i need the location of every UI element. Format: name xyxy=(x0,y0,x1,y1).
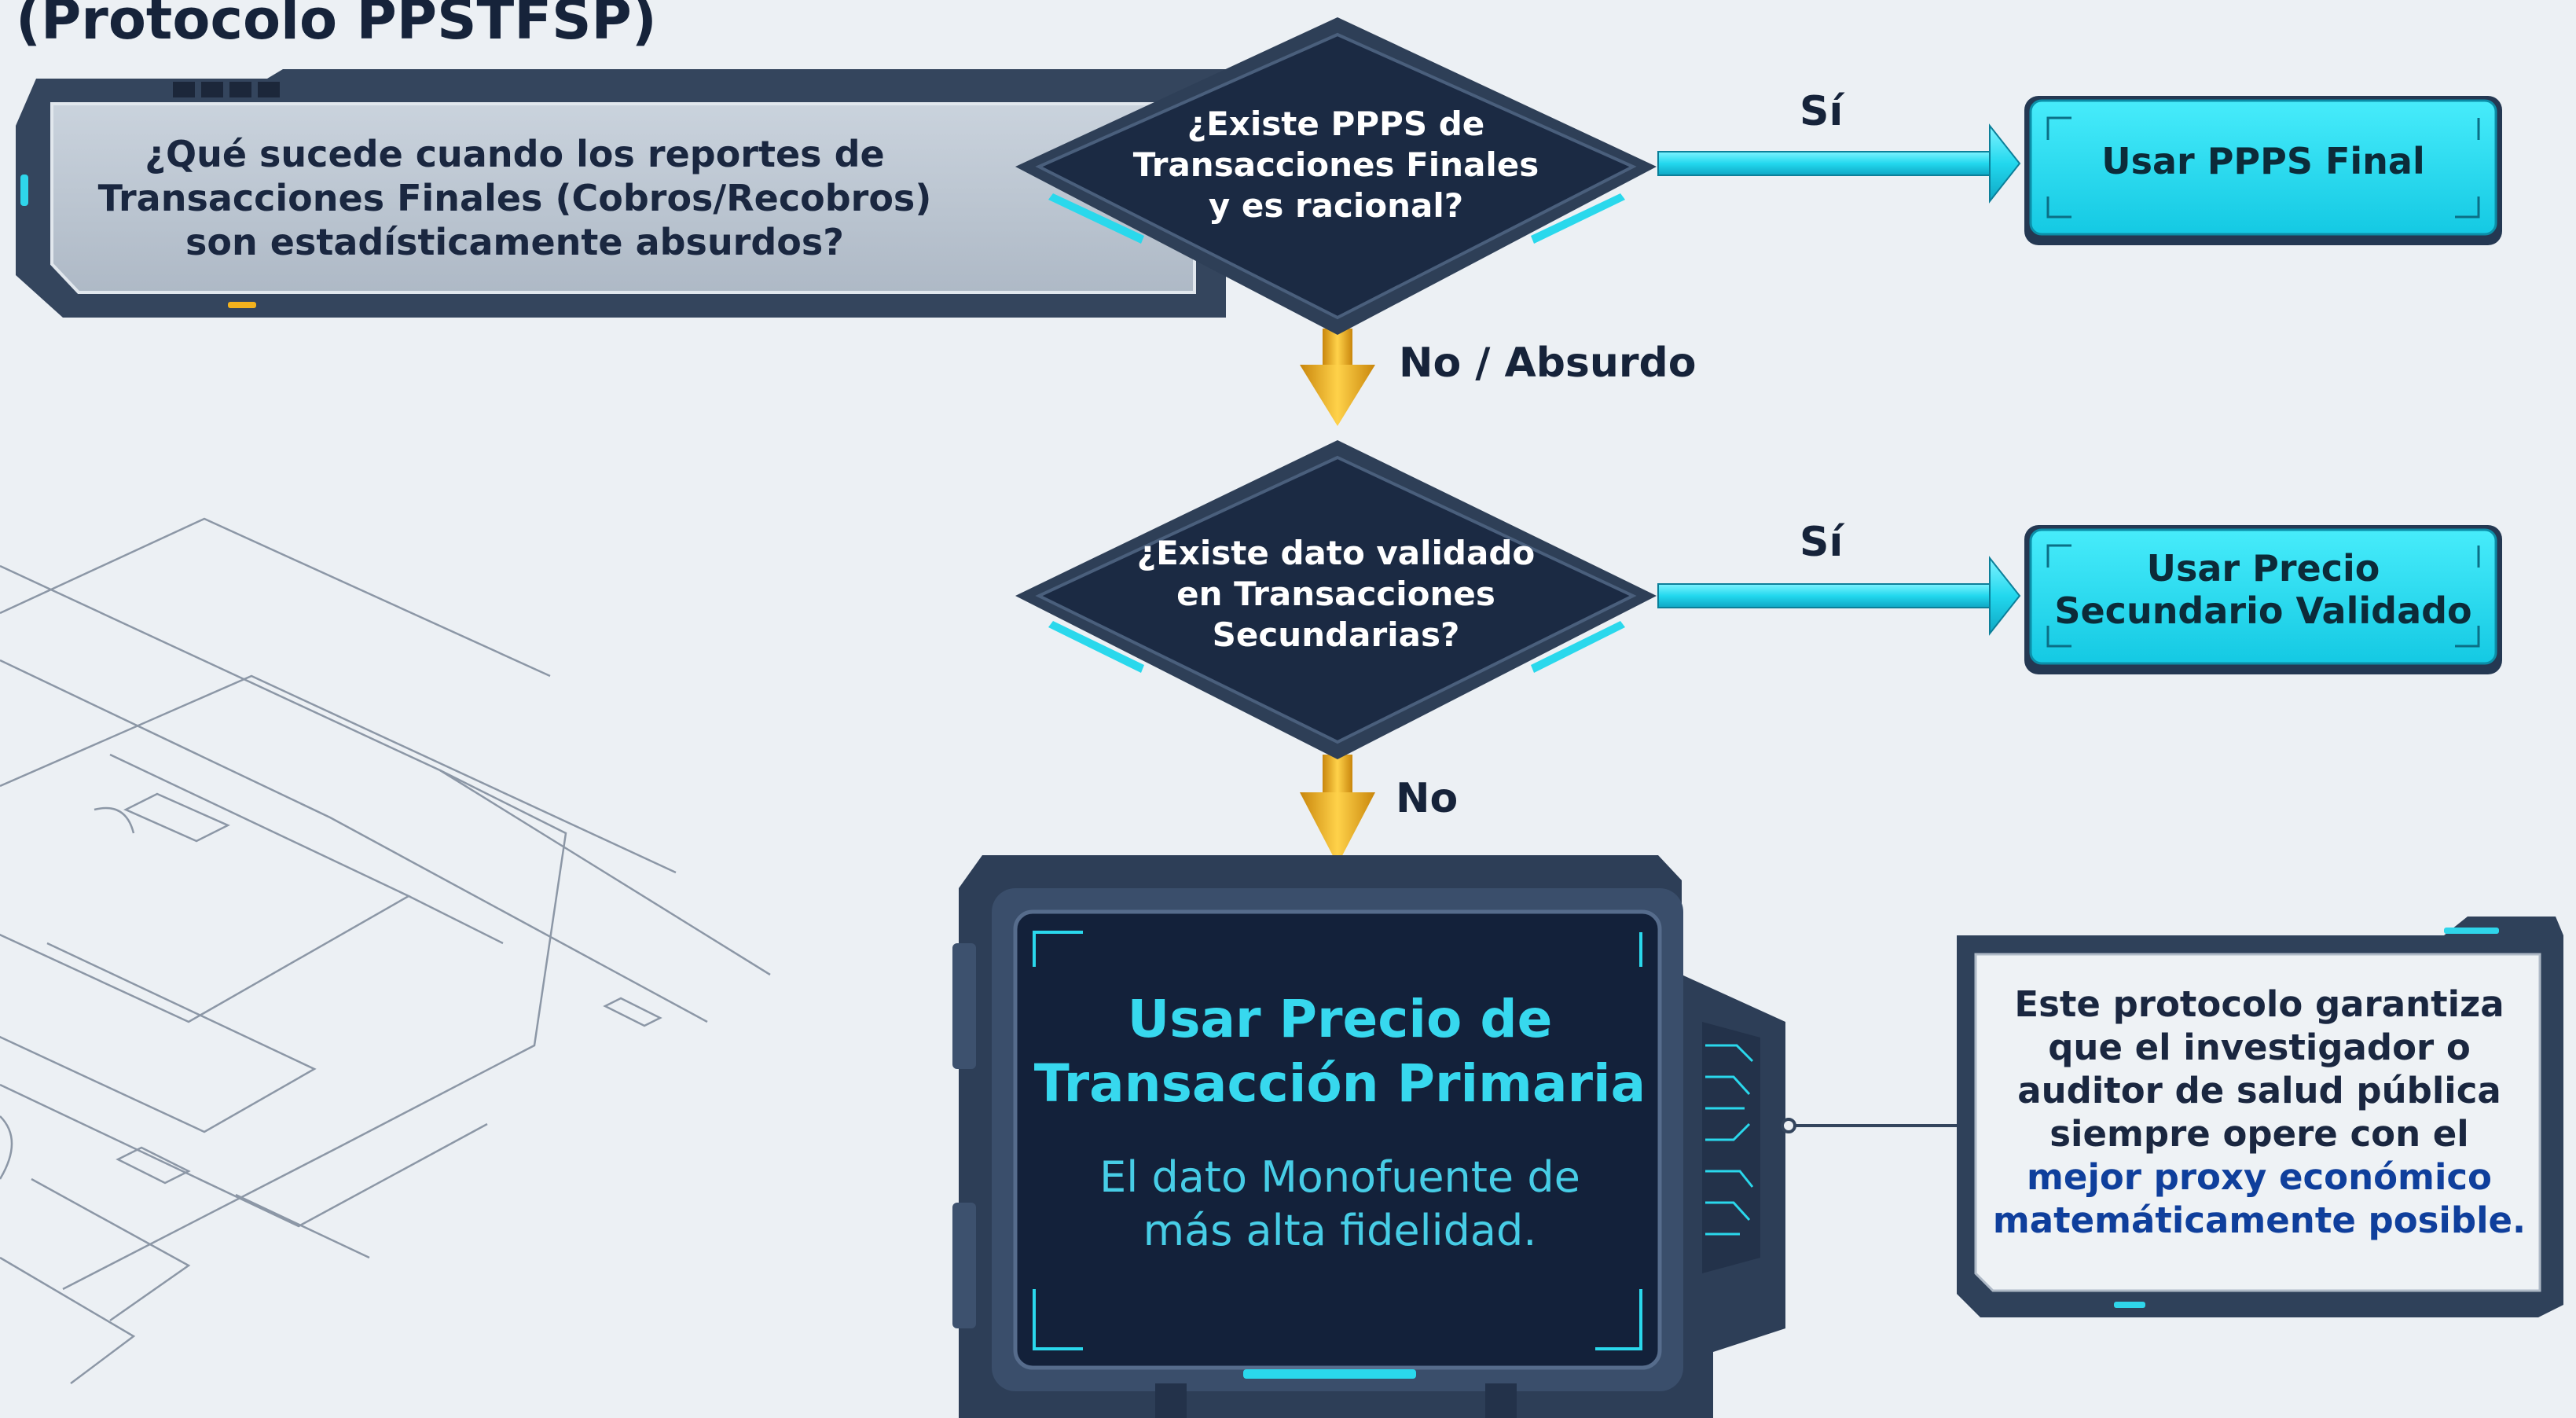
note-box xyxy=(1957,917,2563,1317)
primary-terminal-panel xyxy=(952,855,1785,1418)
decision-2-line: Secundarias? xyxy=(1212,615,1460,654)
decision-2-line: en Transacciones xyxy=(1176,575,1495,613)
note-line: siempre opere con el xyxy=(2049,1113,2469,1155)
note-line: que el investigador o xyxy=(2048,1027,2471,1068)
primary-title-line: Usar Precio de xyxy=(1127,989,1553,1049)
question-text: ¿Qué sucede cuando los reportes de Trans… xyxy=(86,132,943,264)
primary-subtitle-line: más alta fidelidad. xyxy=(1143,1206,1537,1255)
note-line: auditor de salud pública xyxy=(2017,1070,2501,1111)
primary-subtitle: El dato Monofuente de más alta fidelidad… xyxy=(1014,1151,1666,1258)
blueprint-sketch xyxy=(0,517,771,1384)
decision-1-text: ¿Existe PPPS de Transacciones Finales y … xyxy=(1045,104,1627,226)
decision-diamond-2 xyxy=(1015,440,1657,759)
decision-1-line: ¿Existe PPPS de xyxy=(1187,105,1485,143)
decision-1-line: Transacciones Finales xyxy=(1132,145,1539,184)
result-1-text: Usar PPPS Final xyxy=(2101,140,2425,182)
result-2-line: Usar Precio xyxy=(2146,547,2380,590)
primary-title-line: Transacción Primaria xyxy=(1033,1053,1646,1114)
result-box-2 xyxy=(2024,525,2502,674)
note-text: Este protocolo garantiza que el investig… xyxy=(1980,983,2538,1242)
yes-label-2: Sí xyxy=(1800,519,1844,566)
yes-label-1: Sí xyxy=(1800,88,1844,135)
yes-arrow-1 xyxy=(1657,123,2021,204)
primary-subtitle-line: El dato Monofuente de xyxy=(1099,1152,1580,1202)
yes-arrow-2 xyxy=(1657,556,2021,636)
primary-title: Usar Precio de Transacción Primaria xyxy=(1014,987,1666,1116)
decision-diamond-1 xyxy=(1015,17,1657,335)
note-highlight-line: mejor proxy económico xyxy=(2027,1156,2492,1198)
decision-1-line: y es racional? xyxy=(1208,186,1464,225)
question-line: Transacciones Finales (Cobros/Recobros) xyxy=(97,177,932,219)
no-label-2: No xyxy=(1396,775,1459,822)
decision-2-line: ¿Existe dato validado xyxy=(1136,534,1536,572)
decision-2-text: ¿Existe dato validado en Transacciones S… xyxy=(1045,533,1627,656)
note-line: Este protocolo garantiza xyxy=(2014,983,2504,1025)
page-title: (Protocolo PPSTFSP) xyxy=(16,0,657,52)
result-2-line: Secundario Validado xyxy=(2054,590,2472,632)
note-highlight-line: matemáticamente posible. xyxy=(1992,1199,2526,1241)
no-arrow-2 xyxy=(1300,755,1375,865)
no-arrow-1 xyxy=(1300,329,1375,426)
result-2-text: Usar Precio Secundario Validado xyxy=(2027,547,2499,632)
question-line: son estadísticamente absurdos? xyxy=(185,221,844,263)
note-connector-dot xyxy=(1781,1118,1796,1133)
question-panel xyxy=(16,69,1226,318)
result-box-1 xyxy=(2024,96,2502,245)
question-line: ¿Qué sucede cuando los reportes de xyxy=(145,133,885,175)
no-label-1: No / Absurdo xyxy=(1399,340,1697,387)
